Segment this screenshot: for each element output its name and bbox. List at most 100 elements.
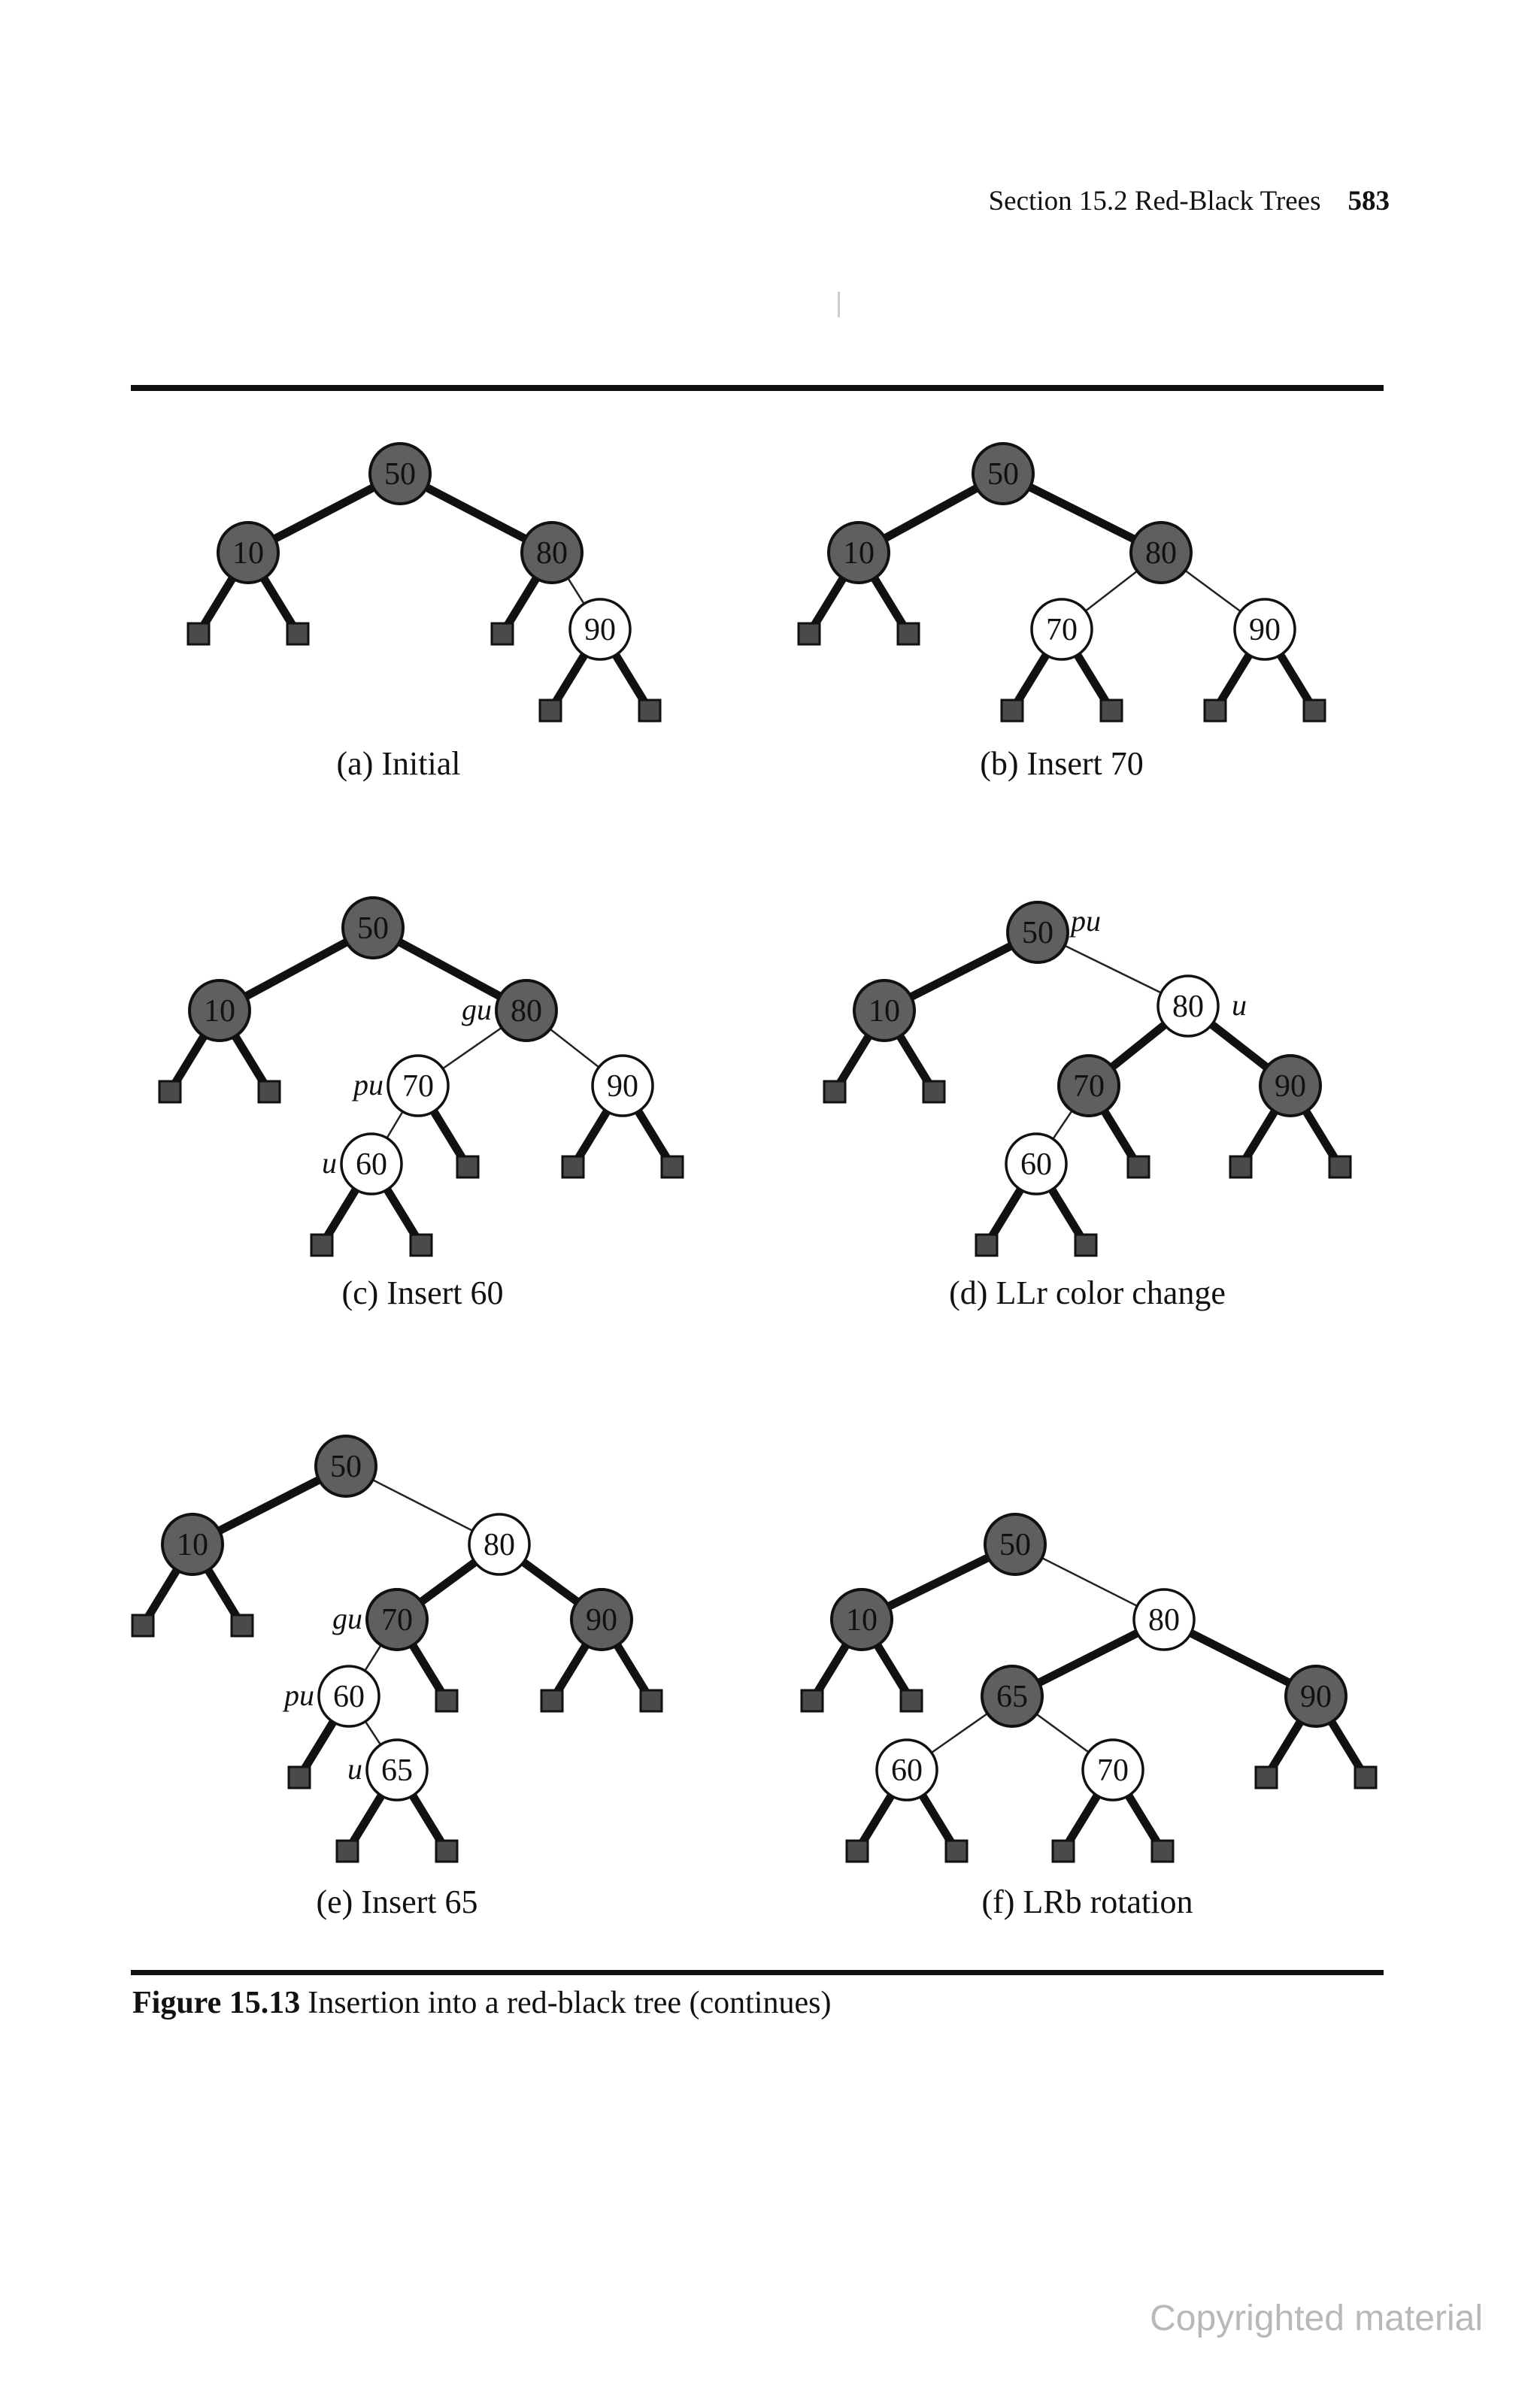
edges-b [805, 469, 1319, 715]
node-label-pu: pu [1069, 904, 1101, 938]
external-node [639, 1689, 663, 1713]
external-node [1150, 1839, 1175, 1863]
node-key: 70 [1046, 613, 1078, 647]
node-key: 90 [1249, 613, 1281, 647]
external-node [800, 1689, 824, 1713]
external-node [1126, 1155, 1150, 1179]
external-node [1203, 699, 1227, 723]
subfigure-caption: (f) LRb rotation [981, 1883, 1193, 1920]
node-key: 90 [584, 613, 616, 647]
external-node [257, 1080, 281, 1104]
tree-node-60 [875, 1738, 938, 1802]
node-key: 80 [484, 1528, 515, 1562]
subfigure-caption: (b) Insert 70 [980, 745, 1144, 782]
tree-node-70 [1057, 1054, 1120, 1117]
top-rule [131, 385, 1384, 391]
node-key: 10 [843, 536, 875, 571]
tree-node-50 [1006, 901, 1069, 964]
external-node [409, 1233, 433, 1257]
node-label-u: u [347, 1752, 362, 1786]
tree-node-65 [365, 1738, 429, 1802]
node-key: 10 [869, 994, 900, 1029]
external-node [540, 1689, 564, 1713]
external-node [335, 1839, 359, 1863]
scan-mark [838, 292, 840, 317]
edges-a [194, 469, 654, 715]
node-key: 90 [607, 1069, 638, 1104]
leaves-e [131, 1614, 663, 1863]
external-node [944, 1839, 969, 1863]
tree-node-90 [591, 1054, 654, 1117]
node-key: 90 [1275, 1069, 1306, 1104]
page-header: Section 15.2 Red-Black Trees 583 [989, 185, 1390, 217]
page-number: 583 [1348, 186, 1390, 217]
tree-node-50 [368, 442, 432, 505]
external-node [823, 1080, 847, 1104]
external-node [845, 1839, 869, 1863]
subfigure-caption: (d) LLr color change [949, 1274, 1226, 1311]
node-label-gu: gu [462, 992, 492, 1026]
tree-node-60 [1005, 1132, 1068, 1195]
tree-node-10 [188, 979, 251, 1042]
tree-node-90 [1233, 598, 1296, 661]
node-key: 50 [987, 457, 1019, 492]
node-key: 50 [384, 457, 416, 492]
tree-node-80 [520, 521, 584, 584]
tree-node-50 [314, 1435, 377, 1498]
subfigure-caption: (c) Insert 60 [341, 1274, 503, 1311]
tree-node-50 [984, 1513, 1047, 1576]
tree-node-60 [317, 1665, 380, 1728]
tree-node-10 [827, 521, 890, 584]
leaves-a [186, 622, 662, 723]
external-node [158, 1080, 182, 1104]
external-node [1000, 699, 1024, 723]
node-key: 10 [177, 1528, 208, 1562]
node-key: 80 [1148, 1603, 1180, 1638]
external-node [1302, 699, 1326, 723]
tree-node-90 [1284, 1665, 1348, 1728]
external-node [896, 622, 920, 646]
node-key: 80 [536, 536, 568, 571]
nodes-a: 50 10 80 90 [217, 442, 632, 661]
tree-node-80 [1132, 1588, 1196, 1651]
external-node [638, 699, 662, 723]
external-node [899, 1689, 923, 1713]
node-key: 60 [356, 1147, 387, 1182]
node-label-u: u [1232, 988, 1247, 1022]
node-key: 80 [511, 994, 542, 1029]
external-node [435, 1839, 459, 1863]
external-node [922, 1080, 946, 1104]
node-key: 10 [204, 994, 235, 1029]
external-node [230, 1614, 254, 1638]
tree-node-70 [1081, 1738, 1144, 1802]
tree-node-65 [981, 1665, 1044, 1728]
tree-node-90 [568, 598, 632, 661]
external-node [1051, 1839, 1075, 1863]
external-node [1354, 1765, 1378, 1789]
external-node [797, 622, 821, 646]
node-key: 60 [333, 1680, 365, 1714]
node-label-pu: pu [351, 1068, 383, 1102]
external-node [490, 622, 514, 646]
external-node [561, 1155, 585, 1179]
node-key: 65 [381, 1753, 413, 1788]
node-key: 50 [1022, 916, 1053, 950]
external-node [435, 1689, 459, 1713]
external-node [1074, 1233, 1098, 1257]
node-key: 10 [846, 1603, 878, 1638]
tree-node-10 [161, 1513, 224, 1576]
copyright-watermark: Copyrighted material [1150, 2299, 1483, 2338]
leaves-f [800, 1689, 1378, 1863]
node-key: 10 [232, 536, 264, 571]
section-title: Section 15.2 Red-Black Trees [988, 186, 1321, 217]
node-key: 90 [1300, 1680, 1332, 1714]
figure-number: Figure 15.13 [132, 1986, 301, 2020]
subfigure-caption: (e) Insert 65 [316, 1883, 477, 1920]
